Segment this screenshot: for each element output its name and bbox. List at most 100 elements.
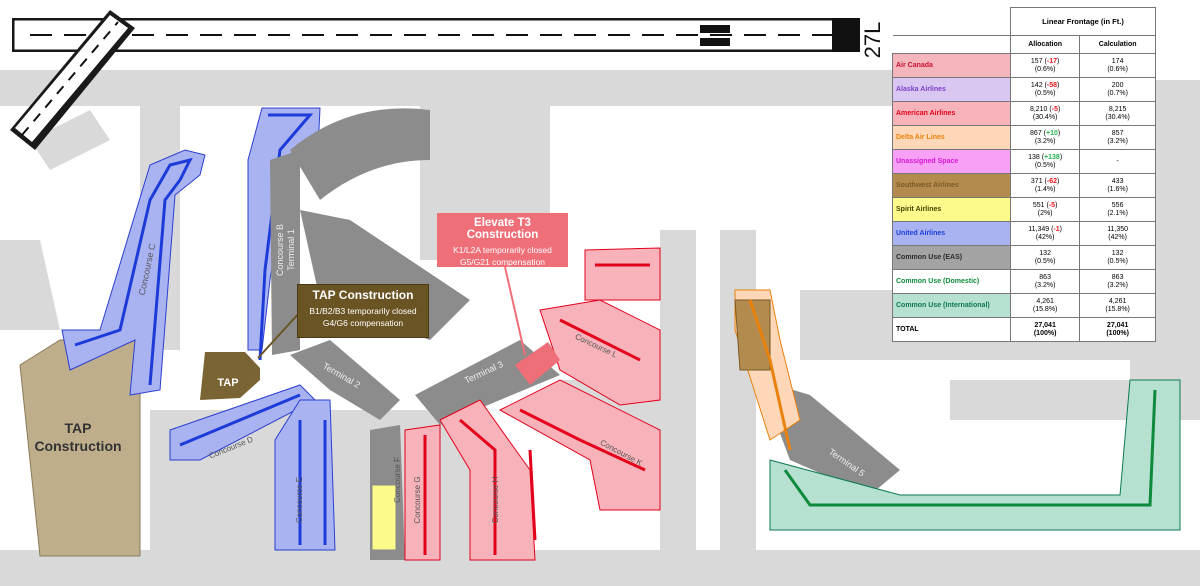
allocation-percent: (3.2%) xyxy=(1034,281,1056,289)
calculation-value: 27,041 xyxy=(1106,321,1129,329)
calculation-value: 433 xyxy=(1111,177,1124,185)
calculation-percent: (0.5%) xyxy=(1107,257,1128,265)
tap-construction-area-label-2: Construction xyxy=(34,438,121,454)
calculation-percent: (15.8%) xyxy=(1105,305,1130,313)
allocation-value: 27,041 xyxy=(1034,321,1056,329)
calculation-cell: 132(0.5%) xyxy=(1079,245,1156,270)
table-row: Common Use (EAS)132(0.5%)132(0.5%) xyxy=(892,245,1156,270)
table-corner xyxy=(892,7,1011,36)
allocation-value: 142 xyxy=(1030,81,1043,89)
allocation-cell: 8,210 (-5)(30.4%) xyxy=(1009,101,1081,126)
allocation-cell: 551 (-5)(2%) xyxy=(1009,197,1081,222)
calculation-cell: 4,261(15.8%) xyxy=(1079,293,1156,318)
concourse-h-label: Concourse H xyxy=(491,476,500,523)
calculation-percent: (30.4%) xyxy=(1105,113,1130,121)
airline-cell: Common Use (EAS) xyxy=(892,245,1011,270)
allocation-cell: 867 (+10)(3.2%) xyxy=(1009,125,1081,150)
calculation-value: 132 xyxy=(1111,249,1124,257)
tap-site xyxy=(200,352,260,400)
allocation-percent: (0.5%) xyxy=(1034,257,1056,265)
calculation-percent: (0.6%) xyxy=(1107,65,1128,73)
allocation-percent: (15.8%) xyxy=(1032,305,1058,313)
allocation-cell: 142 (-58)(0.5%) xyxy=(1009,77,1081,102)
col-calculation: Calculation xyxy=(1079,35,1156,54)
calculation-percent: (1.6%) xyxy=(1107,185,1128,193)
airline-cell: Common Use (International) xyxy=(892,293,1011,318)
concourse-g-label: Concourse G xyxy=(413,476,422,523)
concourse-c: Concourse C xyxy=(61,149,206,396)
tap-callout-line-2: G4/G6 compensation xyxy=(322,318,404,328)
allocation-percent: (0.5%) xyxy=(1034,89,1056,97)
calculation-value: 4,261 xyxy=(1108,297,1127,305)
allocation-cell: 371 (-62)(1.4%) xyxy=(1009,173,1081,198)
calculation-value: 200 xyxy=(1111,81,1124,89)
allocation-value: 8,210 xyxy=(1029,105,1048,113)
allocation-percent: (3.2%) xyxy=(1034,137,1056,145)
table-corner-2 xyxy=(892,35,1011,54)
airline-cell: Alaska Airlines xyxy=(892,77,1011,102)
t3-callout-pointer xyxy=(504,266,526,356)
concourse-b-label: Concourse B xyxy=(275,224,285,276)
allocation-value: 371 xyxy=(1030,177,1043,185)
calculation-cell: 27,041(100%) xyxy=(1079,317,1156,342)
calculation-cell: - xyxy=(1079,149,1156,174)
concourse-b: Concourse B Terminal 1 xyxy=(247,107,321,361)
allocation-cell: 157 (-17)(0.6%) xyxy=(1009,53,1081,78)
airline-cell: TOTAL xyxy=(892,317,1011,342)
allocation-cell: 132(0.5%) xyxy=(1009,245,1081,270)
t3-callout-line-1: K1/L2A temporarily closed xyxy=(453,245,552,255)
allocation-percent: (30.4%) xyxy=(1032,113,1058,121)
tap-callout-title: TAP Construction xyxy=(312,288,414,302)
allocation-value: 551 xyxy=(1032,201,1045,209)
airline-cell: United Airlines xyxy=(892,221,1011,246)
linear-frontage-table: Linear Frontage (in Ft.) Allocation Calc… xyxy=(892,7,1156,342)
allocation-delta: +138 xyxy=(1044,153,1060,161)
calculation-cell: 174(0.6%) xyxy=(1079,53,1156,78)
allocation-percent: (42%) xyxy=(1035,233,1055,241)
allocation-cell: 4,261(15.8%) xyxy=(1009,293,1081,318)
airline-cell: Air Canada xyxy=(892,53,1011,78)
allocation-delta: -5 xyxy=(1051,105,1058,113)
runway-label: 27L xyxy=(860,22,885,59)
allocation-value: 863 xyxy=(1039,273,1051,281)
allocation-delta: -58 xyxy=(1046,81,1057,89)
allocation-cell: 11,349 (-1)(42%) xyxy=(1009,221,1081,246)
calculation-value: - xyxy=(1116,157,1119,165)
allocation-cell: 27,041(100%) xyxy=(1009,317,1081,342)
calculation-percent: (42%) xyxy=(1108,233,1127,241)
allocation-delta: +10 xyxy=(1046,129,1058,137)
airline-cell: Southwest Airlines xyxy=(892,173,1011,198)
airline-cell: Unassigned Space xyxy=(892,149,1011,174)
calculation-value: 174 xyxy=(1111,57,1124,65)
tap-construction-area-label: TAP xyxy=(65,420,92,436)
terminal-1-label: Terminal 1 xyxy=(286,229,296,271)
calculation-percent: (100%) xyxy=(1106,329,1129,337)
calculation-cell: 200(0.7%) xyxy=(1079,77,1156,102)
tap-site-label: TAP xyxy=(217,377,238,389)
table-header: Linear Frontage (in Ft.) xyxy=(1010,7,1156,36)
t3-callout-line-2: G5/G21 compensation xyxy=(459,257,546,267)
allocation-value: 11,349 xyxy=(1028,225,1050,233)
allocation-value: 157 xyxy=(1030,57,1043,65)
allocation-delta: -5 xyxy=(1048,201,1056,209)
calculation-percent: (3.2%) xyxy=(1107,281,1128,289)
airline-cell: Delta Air Lines xyxy=(892,125,1011,150)
terminal-3: Terminal 3 Concourse G Concourse H Conco… xyxy=(404,247,661,561)
calculation-cell: 433(1.6%) xyxy=(1079,173,1156,198)
concourse-f-label: Concourse F xyxy=(393,457,402,503)
calculation-value: 11,350 xyxy=(1107,225,1129,233)
calculation-cell: 556(2.1%) xyxy=(1079,197,1156,222)
allocation-value: 132 xyxy=(1039,249,1051,257)
col-allocation: Allocation xyxy=(1009,35,1081,54)
